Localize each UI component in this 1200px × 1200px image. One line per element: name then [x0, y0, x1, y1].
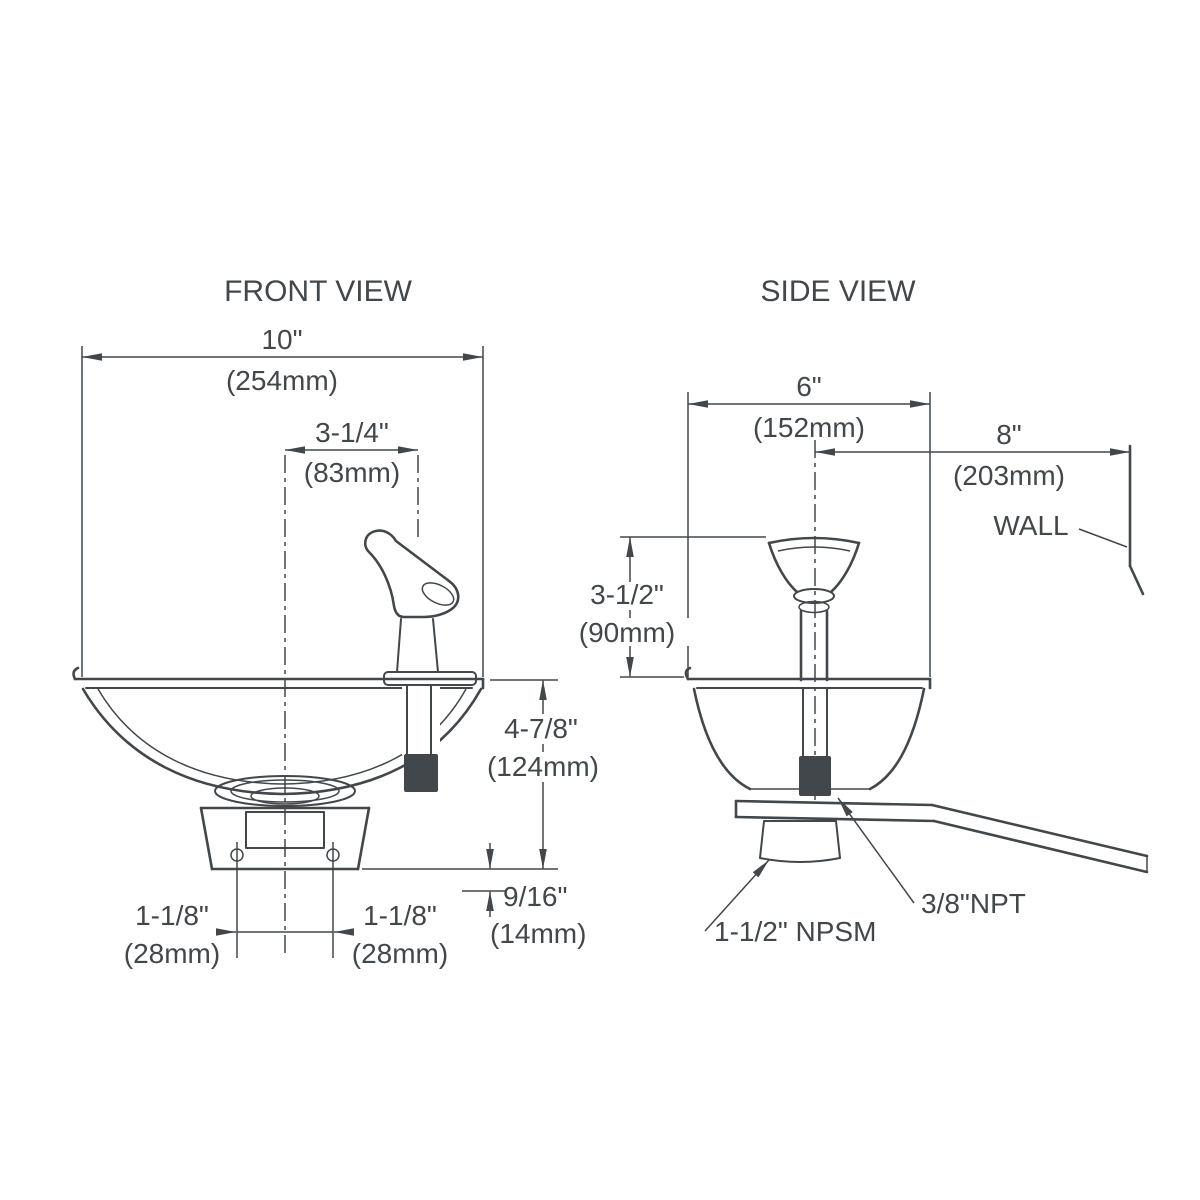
hole-spacing-right-in-label: 1-1/8" — [363, 900, 437, 931]
supply-threads-side — [799, 756, 831, 796]
front-mounting-bracket — [199, 806, 371, 958]
drain-label: 1-1/2" NPSM — [714, 916, 876, 947]
side-depth-mm-label: (152mm) — [753, 412, 865, 443]
front-bubbler-offset-dimension: 3-1/4" (83mm) — [284, 417, 419, 958]
front-height-mm-label: (124mm) — [487, 751, 599, 782]
hole-spacing-left-mm-label: (28mm) — [124, 938, 220, 969]
side-mounting-arm — [734, 799, 1149, 874]
front-bracket-offset-dimension: 9/16" (14mm) — [462, 843, 586, 949]
hole-spacing-left-in-label: 1-1/8" — [135, 900, 209, 931]
side-view-title: SIDE VIEW — [760, 275, 916, 308]
side-wall-distance-mm-label: (203mm) — [953, 460, 1065, 491]
front-bracket-offset-in-label: 9/16" — [503, 881, 567, 912]
bubbler-spout-front — [363, 529, 460, 619]
wall: WALL — [993, 444, 1145, 596]
side-bubbler-height-mm-label: (90mm) — [579, 617, 675, 648]
side-wall-distance-in-label: 8" — [996, 419, 1022, 450]
drain-threads-side — [759, 820, 841, 863]
front-view-title: FRONT VIEW — [224, 275, 412, 308]
side-fittings — [759, 687, 841, 863]
side-bubbler-height-in-label: 3-1/2" — [590, 579, 664, 610]
bubbler-flange-front — [383, 671, 477, 686]
side-bubbler-height-dimension: 3-1/2" (90mm) — [567, 536, 766, 678]
front-offset-mm-label: (83mm) — [304, 457, 400, 488]
front-width-mm-label: (254mm) — [226, 365, 338, 396]
wall-label: WALL — [993, 510, 1068, 541]
side-bubbler — [767, 536, 861, 682]
side-depth-in-label: 6" — [796, 371, 822, 402]
drain-threads-front — [245, 811, 325, 849]
front-width-dimension: 10" (254mm) — [81, 324, 484, 677]
side-callouts: 3/8"NPT 1-1/2" NPSM — [704, 797, 1026, 947]
side-view: SIDE VIEW 6" (152mm) 8" (203mm) WALL — [567, 275, 1149, 947]
hole-spacing-right-mm-label: (28mm) — [352, 938, 448, 969]
side-wall-distance-dimension: 8" (203mm) — [814, 419, 1130, 800]
front-hole-spacing-dimensions: 1-1/8" (28mm) 1-1/8" (28mm) — [124, 900, 448, 969]
front-offset-in-label: 3-1/4" — [315, 417, 389, 448]
supply-leader — [837, 797, 915, 904]
front-height-dimension: 4-7/8" (124mm) — [362, 679, 611, 870]
wall-leader — [1078, 528, 1128, 548]
drain-flange-front — [214, 775, 356, 807]
front-width-in-label: 10" — [261, 324, 302, 355]
front-view: FRONT VIEW 10" (254mm) 3-1/4" (83mm) — [72, 275, 611, 969]
front-bubbler — [363, 529, 477, 792]
bubbler-orifice — [421, 582, 455, 606]
drain-leader — [704, 859, 770, 932]
supply-threads-front — [404, 754, 438, 792]
side-bowl-outline — [684, 666, 932, 791]
supply-label: 3/8"NPT — [921, 888, 1026, 919]
side-depth-dimension: 6" (152mm) — [687, 371, 931, 677]
front-bracket-offset-mm-label: (14mm) — [490, 918, 586, 949]
front-height-in-label: 4-7/8" — [504, 713, 578, 744]
